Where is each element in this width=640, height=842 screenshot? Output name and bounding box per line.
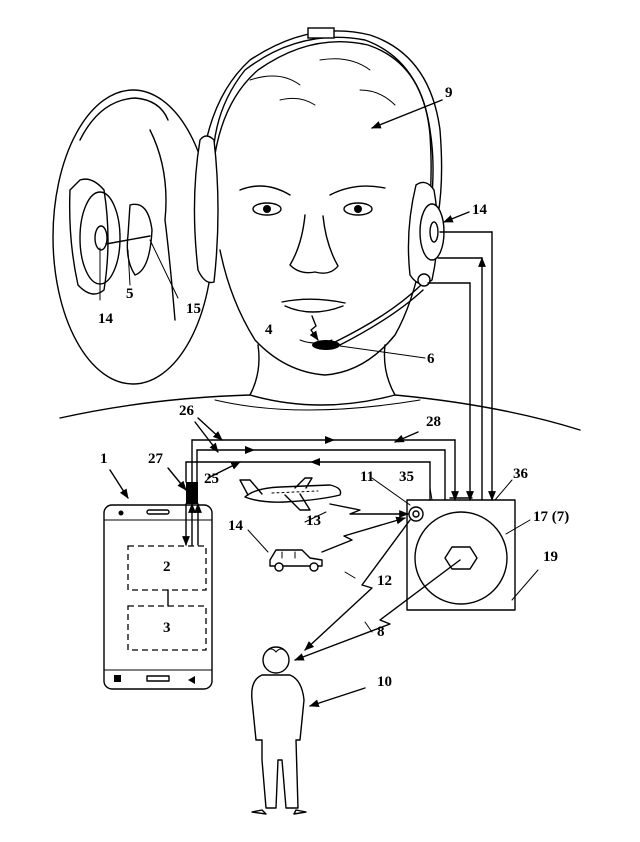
label-8: 8 xyxy=(377,624,385,640)
label-14-car: 14 xyxy=(228,518,243,534)
label-4: 4 xyxy=(265,322,273,338)
label-14-headphone: 14 xyxy=(472,202,487,218)
label-25: 25 xyxy=(204,471,219,487)
aircraft xyxy=(239,477,342,511)
connection-lines xyxy=(185,231,496,501)
label-6: 6 xyxy=(427,351,435,367)
standing-person xyxy=(251,646,307,815)
car xyxy=(269,549,323,572)
label-27: 27 xyxy=(148,451,163,467)
label-1: 1 xyxy=(100,451,108,467)
label-28: 28 xyxy=(426,414,441,430)
label-35: 35 xyxy=(399,469,414,485)
label-14-inset: 14 xyxy=(98,311,113,327)
label-12: 12 xyxy=(377,573,392,589)
recorder-device xyxy=(406,497,516,611)
label-19: 19 xyxy=(543,549,558,565)
label-10: 10 xyxy=(377,674,392,690)
leader-lines xyxy=(109,99,539,707)
label-3: 3 xyxy=(163,620,171,636)
label-17-7: 17 (7) xyxy=(533,509,570,525)
label-2: 2 xyxy=(163,559,171,575)
label-36: 36 xyxy=(513,466,528,482)
label-11: 11 xyxy=(360,469,375,485)
label-9: 9 xyxy=(445,85,453,101)
label-5: 5 xyxy=(126,286,134,302)
label-26: 26 xyxy=(179,403,194,419)
label-15: 15 xyxy=(186,301,201,317)
label-13: 13 xyxy=(306,513,321,529)
ear-inset xyxy=(52,89,214,385)
signal-arrows xyxy=(294,503,461,661)
person-head xyxy=(59,27,581,431)
smartphone xyxy=(103,482,213,690)
